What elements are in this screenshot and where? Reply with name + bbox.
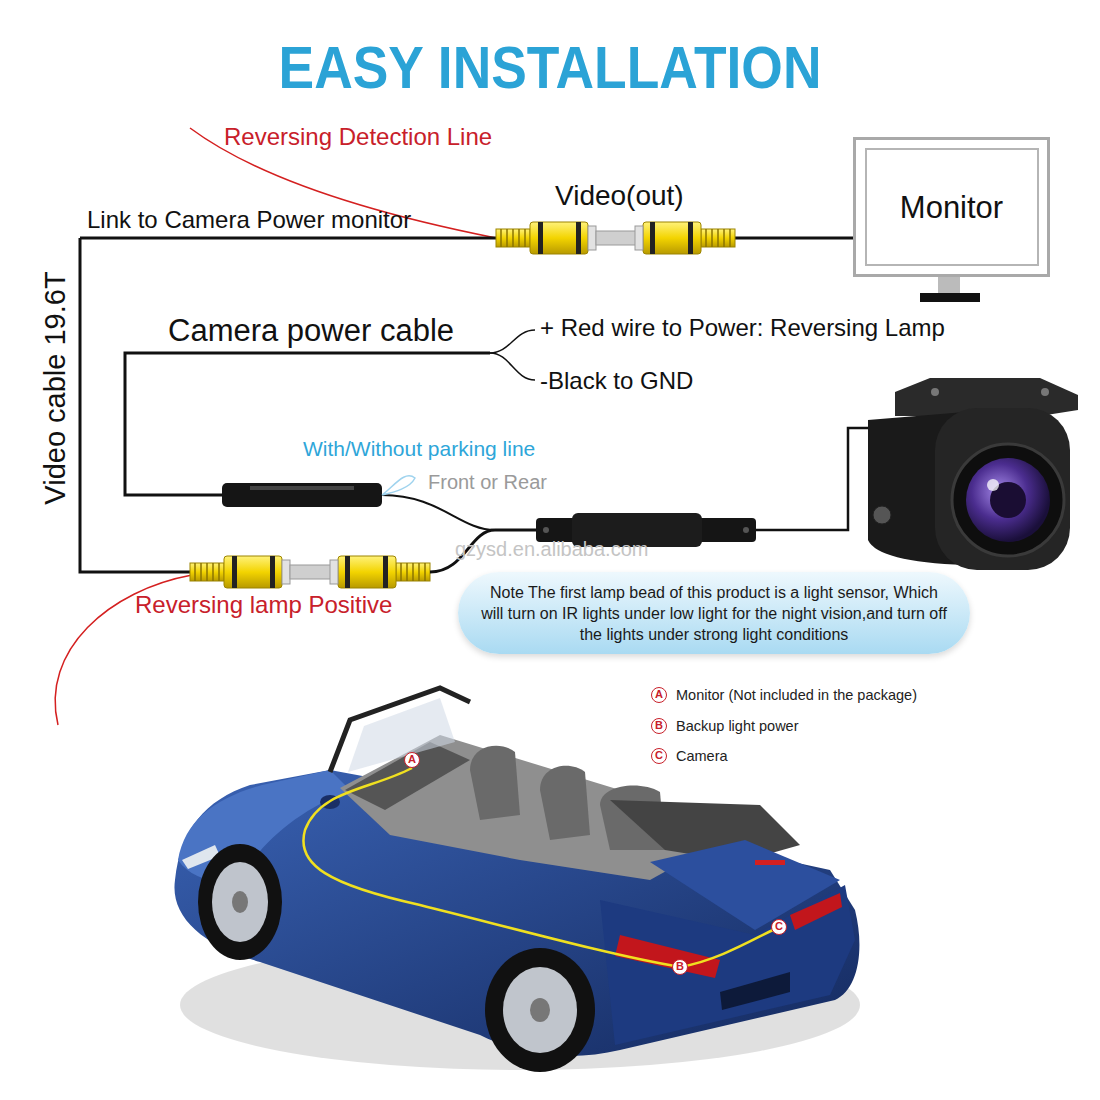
- signal-name: Video(out): [555, 182, 684, 210]
- power-cable: [382, 495, 495, 530]
- module-highlight: [250, 486, 354, 490]
- callout-letter: B: [672, 959, 688, 975]
- rear-hub: [530, 998, 550, 1022]
- key-text: Monitor (Not included in the package): [676, 688, 917, 703]
- note-text: Note The first lamp bead of this product…: [478, 582, 950, 645]
- rca-male: [330, 556, 430, 588]
- rca-pin: [290, 565, 331, 579]
- monitor-neck: [938, 277, 960, 293]
- front-wheel: [198, 844, 282, 960]
- camera-screw: [873, 506, 891, 524]
- car-seat: [470, 746, 520, 820]
- callout-letter: A: [404, 752, 420, 768]
- camera-body-front: [935, 408, 1070, 570]
- video-cable: [80, 238, 192, 572]
- signal-name: Reversing lamp Positive: [135, 593, 392, 617]
- wire-route: [303, 768, 779, 967]
- rca-male: [635, 222, 735, 254]
- red-wire: [490, 330, 535, 353]
- video-cable: [80, 237, 496, 240]
- monitor-label: Monitor: [900, 192, 1003, 223]
- key-text: Camera: [676, 749, 728, 764]
- monitor-cable: [735, 237, 855, 240]
- rca-female: [496, 222, 596, 254]
- callout-letter: C: [771, 919, 787, 935]
- cable-module: [222, 483, 382, 507]
- callout-letter: C: [651, 748, 667, 764]
- watermark: gzysd.en.alibaba.com: [455, 539, 648, 559]
- monitor-base: [920, 293, 980, 302]
- lens-highlight: [987, 479, 999, 491]
- module-hole: [743, 527, 749, 533]
- camera-cable: [756, 428, 872, 530]
- front-rim: [212, 862, 268, 942]
- bracket-hole: [1041, 388, 1049, 396]
- wire-label: -Black to GND: [540, 369, 693, 393]
- callout-letter: B: [651, 718, 667, 734]
- car-seat: [540, 766, 590, 840]
- rear-rim: [503, 967, 577, 1053]
- rca-pin: [596, 231, 636, 245]
- windshield-glass: [348, 698, 455, 772]
- windshield-frame: [330, 688, 470, 772]
- cable-label: Video cable 19.6T: [41, 271, 70, 504]
- camera-lens: [966, 458, 1050, 542]
- car-rear: [600, 885, 855, 1045]
- module-hole: [543, 527, 549, 533]
- callout-letter: A: [651, 687, 667, 703]
- bracket-hole: [931, 388, 939, 396]
- option-label: With/Without parking line: [303, 438, 535, 459]
- tail-light: [790, 893, 842, 930]
- monitor-screen: Monitor: [853, 137, 1050, 277]
- title: EASY INSTALLATION: [61, 38, 1040, 98]
- parking-line-loop: [382, 476, 415, 495]
- wire-label: + Red wire to Power: Reversing Lamp: [540, 316, 945, 340]
- brake-light: [755, 860, 785, 865]
- option-label: Front or Rear: [428, 472, 547, 492]
- camera-lens-ring: [952, 444, 1064, 556]
- key-text: Backup light power: [676, 719, 799, 734]
- rear-wheel: [485, 948, 595, 1072]
- wire-label: Link to Camera Power monitor: [87, 208, 411, 232]
- cable-label: Camera power cable: [168, 315, 454, 346]
- rca-female: [190, 556, 290, 588]
- front-hub: [232, 891, 248, 913]
- license-plate: [720, 972, 790, 1010]
- black-wire: [490, 353, 535, 380]
- signal-name: Reversing Detection Line: [224, 125, 492, 149]
- note-box: Note The first lamp bead of this product…: [458, 572, 970, 654]
